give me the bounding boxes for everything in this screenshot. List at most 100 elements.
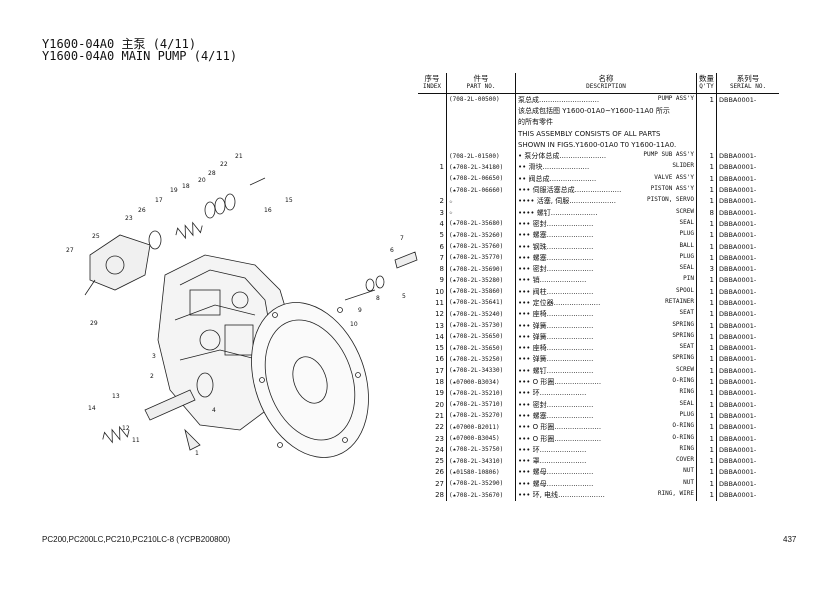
part-number: (★708-2L-06660) — [446, 184, 516, 196]
description-cell: ••• 螺塞.....................PLUG — [515, 229, 697, 241]
quantity: 1 — [696, 376, 717, 388]
quantity: 1 — [696, 173, 717, 185]
table-row: 23(★07000-B3045)••• O 形圈................… — [418, 432, 779, 445]
serial-number: DBBA0001- — [716, 184, 779, 196]
page-number: 437 — [783, 535, 797, 544]
index-cell: 28 — [435, 491, 444, 500]
serial-number: DBBA0001- — [716, 399, 779, 411]
index-cell — [418, 184, 447, 195]
table-row: 27(★708-2L-35290)••• 螺母.................… — [418, 478, 779, 490]
index-cell: 15 — [435, 344, 444, 353]
index-cell: 13 — [435, 321, 444, 330]
description-en: BALL — [679, 241, 694, 249]
description-cn: ••• 伺服活塞总成 — [518, 186, 575, 195]
table-row: (★708-2L-06660)••• 伺服活塞总成...............… — [418, 184, 779, 196]
index-cell: 12 — [435, 310, 444, 319]
description-cell: ••• 钢珠.....................BALL — [515, 240, 697, 253]
description-cn: ••• 螺塞 — [518, 253, 547, 262]
description-cell: ••• 罩.....................COVER — [515, 455, 697, 467]
description-cn: ••• O 形圈 — [518, 423, 555, 432]
diagram-label: 27 — [66, 247, 74, 254]
description-cell: • 泵分体总成.....................PUMP SUB ASS… — [515, 150, 697, 162]
description-cell: ••• 环.....................RING — [515, 387, 697, 400]
description-en: RETAINER — [665, 297, 694, 305]
description-cn: •••• 螺钉 — [518, 208, 551, 217]
description-cell: ••• 环.....................RING — [515, 444, 697, 456]
description-cell: ••• 密封.....................SEAL — [515, 263, 697, 275]
description-en: RING, WIRE — [657, 490, 694, 498]
description-cn: ••• O 形圈 — [518, 378, 555, 387]
footer-model-list: PC200,PC200LC,PC210,PC210LC-8 (YCPB20080… — [42, 535, 231, 544]
description-en: SLIDER — [672, 162, 694, 170]
quantity: 1 — [696, 195, 717, 207]
diagram-label: 21 — [235, 153, 243, 160]
description-cell: ••• 弹簧.....................SPRING — [515, 331, 697, 343]
assembly-note: THIS ASSEMBLY CONSISTS OF ALL PARTS — [515, 127, 697, 140]
description-cell: ••• 定位器.....................RETAINER — [515, 297, 697, 309]
table-row: 5(★708-2L-35260)••• 螺塞..................… — [418, 229, 779, 241]
description-cn: ••• 阀柱 — [518, 287, 547, 296]
table-row: 11(★708-2L-35641)••• 定位器................… — [418, 297, 779, 309]
diagram-label: 25 — [92, 233, 100, 240]
description-en: O-RING — [672, 433, 694, 441]
part-number: (★708-2L-35240) — [446, 308, 516, 320]
page-title-cn: Y1600-04A0 主泵 (4/11) — [42, 37, 197, 51]
description-cn: ••• 密封 — [518, 219, 547, 228]
part-number: (★708-2L-35860) — [446, 286, 516, 298]
index-cell: 23 — [435, 434, 444, 443]
page-title-en: Y1600-04A0 MAIN PUMP (4/11) — [42, 49, 238, 63]
description-cn: •• 阀总成 — [518, 174, 550, 183]
part-number: ☆ — [446, 195, 516, 207]
part-number: (★708-2L-35260) — [446, 229, 516, 241]
description-en: VALVE ASS'Y — [654, 173, 694, 181]
table-row: 22(★07000-B2011)••• O 形圈................… — [418, 421, 779, 433]
quantity: 1 — [696, 421, 717, 433]
quantity: 1 — [696, 466, 717, 479]
description-en: SCREW — [675, 207, 694, 215]
serial-number: DBBA0001- — [716, 173, 779, 185]
description-en: SPRING — [672, 320, 694, 328]
description-en: COVER — [675, 456, 694, 464]
serial-number: DBBA0001- — [716, 218, 779, 230]
quantity: 1 — [696, 432, 717, 445]
description-cn: ••• 螺钉 — [518, 366, 547, 375]
description-cn: ••• 密封 — [518, 400, 547, 409]
description-cell: ••• 销.....................PIN — [515, 274, 697, 287]
quantity: 1 — [696, 455, 717, 467]
part-number: (★708-2L-06650) — [446, 173, 516, 185]
quantity: 3 — [696, 263, 717, 275]
index-cell: 11 — [435, 298, 444, 307]
quantity: 1 — [696, 444, 717, 456]
index-cell: 7 — [439, 253, 444, 262]
part-number: (★708-2L-34180) — [446, 161, 516, 174]
description-en: PUMP ASS'Y — [657, 94, 694, 102]
table-row: 21(★708-2L-35270)••• 螺塞.................… — [418, 410, 779, 422]
table-row: 4(★708-2L-35680)••• 密封..................… — [418, 218, 779, 230]
diagram-label: 11 — [132, 437, 140, 444]
description-cn: ••• 销 — [518, 276, 540, 285]
index-cell — [418, 150, 447, 161]
description-cn: ••• 弹簧 — [518, 355, 547, 364]
table-row: 16(★708-2L-35250)••• 弹簧.................… — [418, 353, 779, 366]
index-cell: 22 — [435, 423, 444, 432]
description-cn: ••• 座椅 — [518, 344, 547, 353]
assembly-note-row: THIS ASSEMBLY CONSISTS OF ALL PARTS — [418, 127, 779, 140]
table-row: 19(★708-2L-35210)••• 环..................… — [418, 387, 779, 400]
diagram-label: 4 — [212, 407, 216, 414]
description-cn: ••• 罩 — [518, 457, 540, 466]
description-cn: ••• 螺塞 — [518, 231, 547, 240]
table-row: 26(★01580-10806)••• 螺母..................… — [418, 466, 779, 479]
description-en: SPRING — [672, 354, 694, 362]
description-cn: ••• 螺母 — [518, 479, 547, 488]
index-cell: 19 — [435, 389, 444, 398]
serial-number: DBBA0001- — [716, 252, 779, 264]
table-row: 6(★708-2L-35760)••• 钢珠..................… — [418, 240, 779, 253]
quantity: 1 — [696, 218, 717, 230]
part-number: (★708-2L-35290) — [446, 478, 516, 490]
part-number: (★708-2L-34330) — [446, 365, 516, 377]
index-cell: 10 — [435, 287, 444, 296]
